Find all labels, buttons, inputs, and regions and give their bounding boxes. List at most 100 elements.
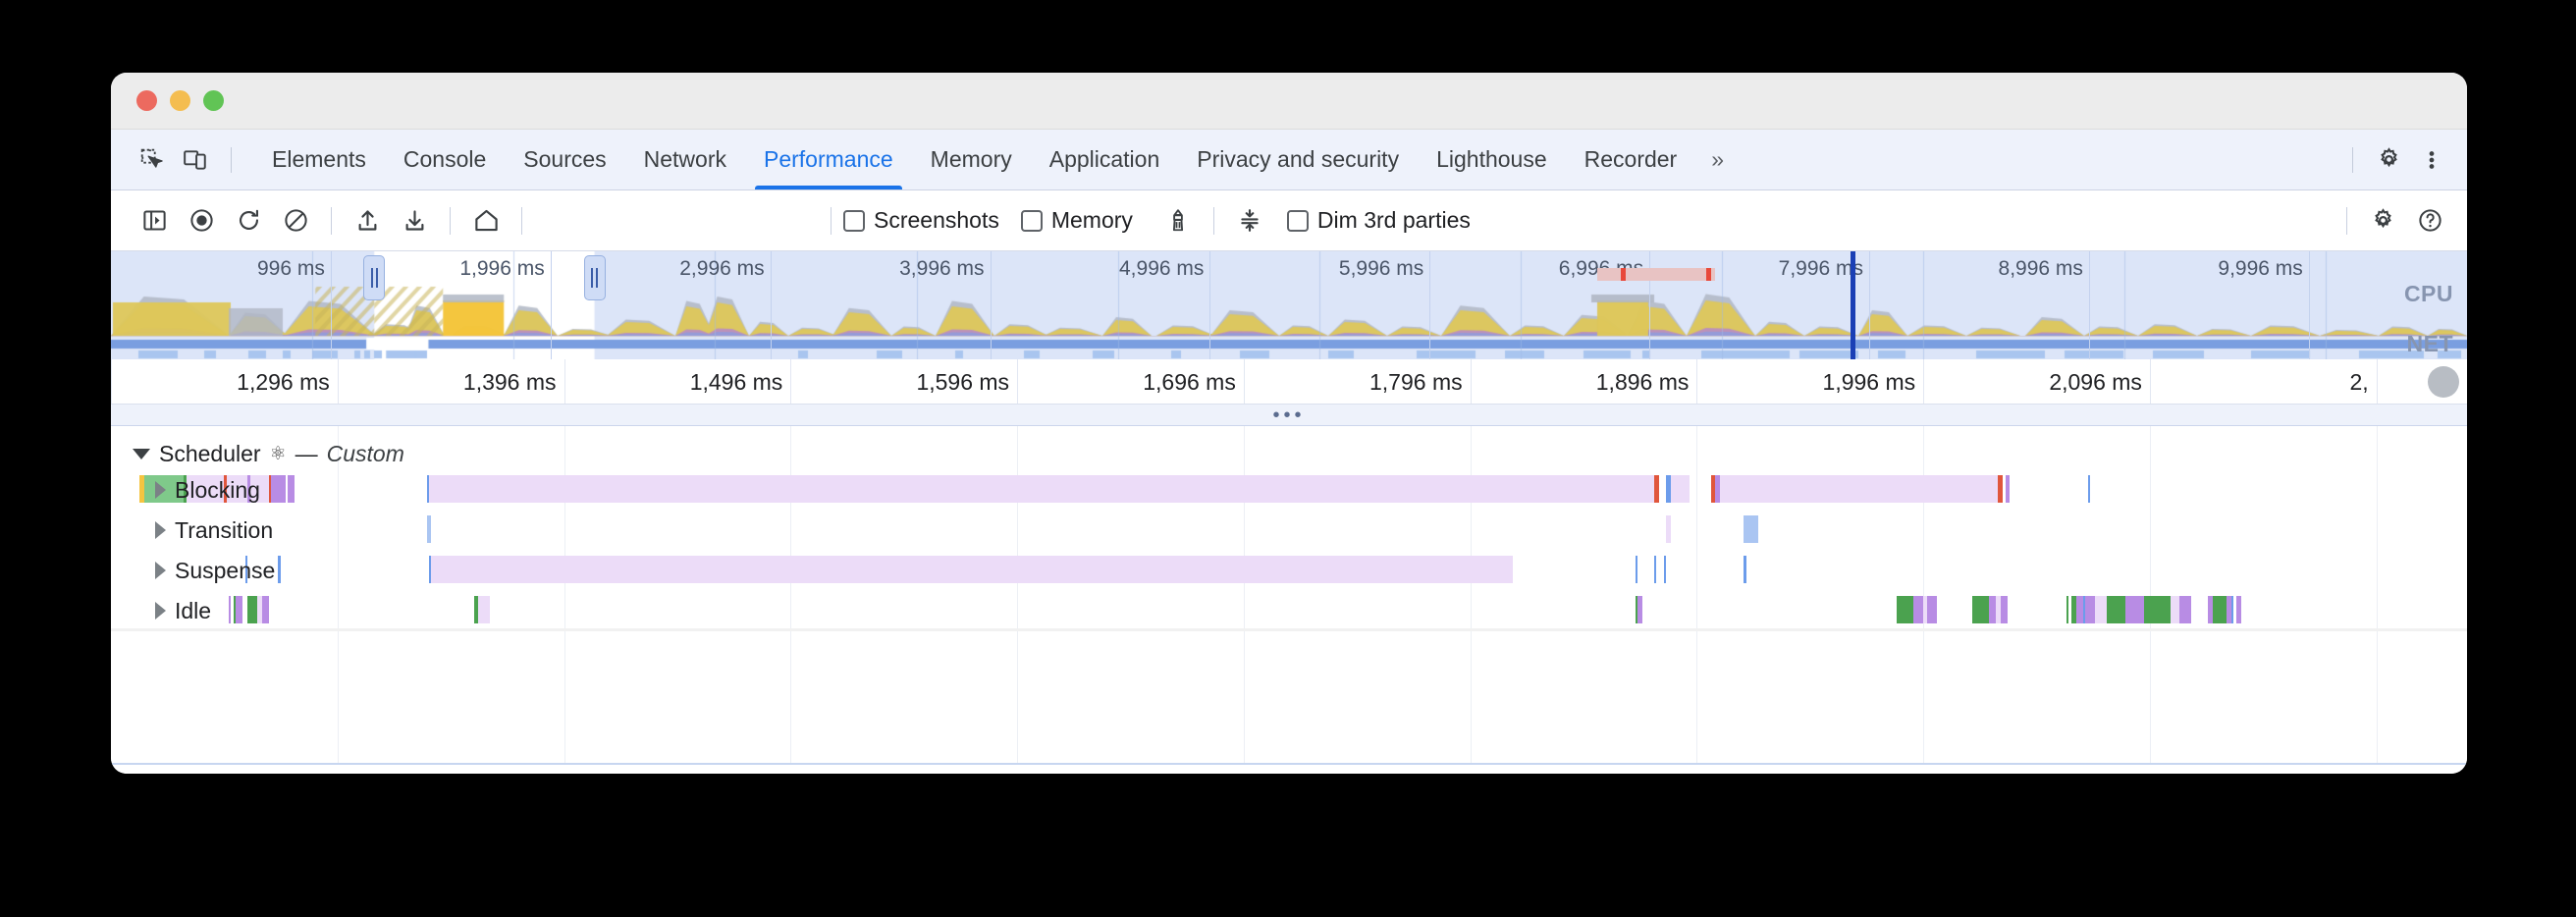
flame-event-bar[interactable] [1922,596,1928,623]
track-transition[interactable]: Transition [155,511,273,550]
export-profile-icon[interactable] [391,197,438,244]
chevron-right-icon[interactable] [155,521,166,539]
track-group-scheduler[interactable]: Scheduler ⚛ — Custom [133,434,404,473]
flame-event-bar[interactable] [1710,475,1716,503]
screenshots-checkbox[interactable]: Screenshots [843,207,999,234]
tab-network[interactable]: Network [643,146,726,172]
tab-sources[interactable]: Sources [523,146,607,172]
flame-event-bar[interactable] [2087,475,2090,503]
flame-event-bar[interactable] [249,475,269,503]
flame-event-bar[interactable] [2106,596,2125,623]
clear-icon[interactable] [272,197,319,244]
flame-event-bar[interactable] [1635,596,1638,623]
flame-event-bar[interactable] [2082,596,2086,623]
ruler-scroll-grip[interactable] [2428,366,2459,398]
flame-event-bar[interactable] [2125,596,2140,623]
flame-event-bar[interactable] [268,475,272,503]
flame-event-bar[interactable] [1996,596,2001,623]
flame-event-bar[interactable] [2139,596,2145,623]
flame-event-bar[interactable] [2085,596,2095,623]
flame-event-bar[interactable] [1913,596,1923,623]
tab-application[interactable]: Application [1048,146,1160,172]
flame-event-bar[interactable] [256,596,262,623]
flame-event-bar[interactable] [1744,556,1746,583]
help-icon[interactable] [2406,197,2453,244]
track-idle[interactable]: Idle [155,591,211,630]
flame-event-bar[interactable] [247,596,257,623]
flame-event-bar[interactable] [236,596,243,623]
flame-event-bar[interactable] [1666,475,1671,503]
home-icon[interactable] [462,197,510,244]
flame-event-bar[interactable] [1663,556,1666,583]
flame-event-bar[interactable] [426,515,432,543]
capture-settings-gear-icon[interactable] [2359,197,2406,244]
flame-event-bar[interactable] [1998,475,2004,503]
flame-event-bar[interactable] [1654,475,1659,503]
tab-lighthouse[interactable]: Lighthouse [1436,146,1547,172]
flame-event-bar[interactable] [478,596,491,623]
reload-and-record-icon[interactable] [225,197,272,244]
flame-event-bar[interactable] [1670,475,1690,503]
flame-event-bar[interactable] [1744,515,1758,543]
overview-window-right-handle[interactable] [583,255,606,300]
panel-resize-handle[interactable]: ••• [111,405,2467,426]
flame-event-bar[interactable] [426,475,429,503]
chevron-right-icon[interactable] [155,562,166,579]
flame-event-bar[interactable] [2075,596,2083,623]
flame-event-bar[interactable] [1637,596,1642,623]
flame-event-bar[interactable] [288,475,291,503]
flame-event-bar[interactable] [261,596,269,623]
track-blocking[interactable]: Blocking [155,470,260,510]
flame-event-bar[interactable] [2000,596,2008,623]
flame-event-bar[interactable] [1654,556,1657,583]
flame-event-bar[interactable] [429,475,1654,503]
flame-event-bar[interactable] [2231,596,2234,623]
dim-3rd-parties-checkbox[interactable]: Dim 3rd parties [1286,207,1471,234]
flame-event-bar[interactable] [1988,596,1996,623]
flame-event-bar[interactable] [271,475,286,503]
flame-event-bar[interactable] [2170,596,2180,623]
flame-chart[interactable]: Scheduler ⚛ — Custom Blocking Transition… [111,426,2467,765]
record-icon[interactable] [178,197,225,244]
flame-event-bar[interactable] [2144,596,2171,623]
more-options-kebab-icon[interactable] [2410,138,2453,182]
flame-event-bar[interactable] [2208,596,2213,623]
tab-privacy-and-security[interactable]: Privacy and security [1197,146,1400,172]
import-profile-icon[interactable] [344,197,391,244]
flame-event-bar[interactable] [247,475,250,503]
flame-event-bar[interactable] [431,556,1513,583]
flame-event-bar[interactable] [1972,596,1989,623]
flame-event-bar[interactable] [1635,556,1638,583]
flame-event-bar[interactable] [2212,596,2227,623]
flame-event-bar[interactable] [278,556,281,583]
settings-gear-icon[interactable] [2367,138,2410,182]
flame-event-bar[interactable] [2235,596,2241,623]
flame-event-bar[interactable] [229,596,232,623]
track-suspense[interactable]: Suspense [155,551,275,590]
dim-3rd-parties-checkbox-box[interactable] [1286,209,1309,232]
flame-event-bar[interactable] [2227,596,2231,623]
tab-elements[interactable]: Elements [272,146,366,172]
flame-event-bar[interactable] [1715,475,1721,503]
flame-event-bar[interactable] [224,475,227,503]
flame-event-bar[interactable] [1927,596,1937,623]
sidebar-toggle-icon[interactable] [131,197,178,244]
flame-event-bar[interactable] [2179,596,2192,623]
close-window-button[interactable] [136,90,157,111]
chevron-right-icon[interactable] [155,481,166,499]
flame-event-bar[interactable] [138,475,144,503]
flame-event-bar[interactable] [1897,596,1913,623]
minimize-window-button[interactable] [170,90,190,111]
memory-checkbox[interactable]: Memory [1020,207,1133,234]
memory-checkbox-box[interactable] [1020,209,1043,232]
flame-event-bar[interactable] [290,475,295,503]
chevron-right-icon[interactable] [155,602,166,620]
flame-event-bar[interactable] [226,475,248,503]
tab-console[interactable]: Console [402,146,487,172]
flame-event-bar[interactable] [1666,515,1671,543]
flame-event-bar[interactable] [2070,596,2076,623]
flame-event-bar[interactable] [2005,475,2011,503]
flame-event-bar[interactable] [2094,596,2107,623]
